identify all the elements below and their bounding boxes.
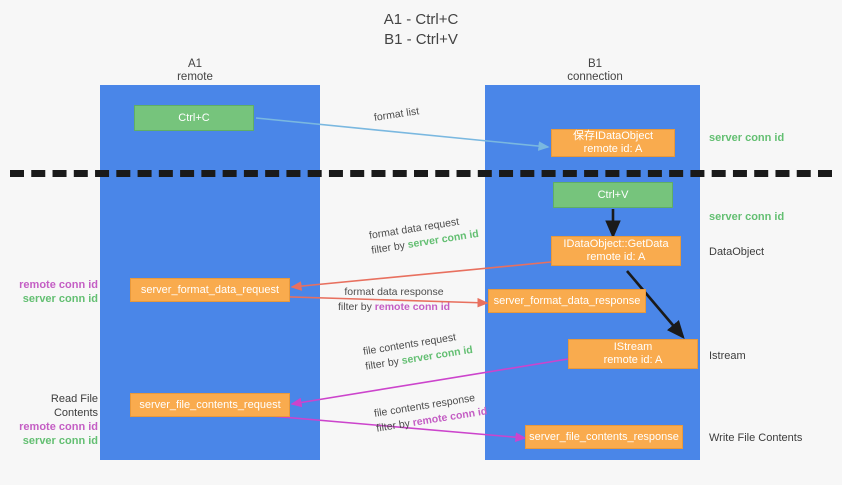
node-server-file-contents-response[interactable]: server_file_contents_response (525, 425, 683, 449)
node-server-format-data-response-label: server_format_data_response (493, 294, 641, 307)
node-getdata-line-1: IDataObject::GetData (563, 238, 669, 250)
edge-format-data-response-filter: filter by remote conn id (338, 300, 450, 315)
left-label-format-remote: remote conn id (19, 279, 98, 291)
lane-b1-sub: connection (567, 71, 623, 83)
filter-prefix: filter by (338, 301, 375, 313)
node-getdata-line-2: remote id: A (586, 251, 646, 263)
node-server-format-data-request-label: server_format_data_request (140, 283, 280, 296)
node-ctrl-v[interactable]: Ctrl+V (553, 182, 673, 208)
label-istream: Istream (709, 350, 746, 362)
node-server-file-contents-response-label: server_file_contents_response (529, 430, 679, 443)
left-label-read-file-contents: Read File Contents (50, 393, 98, 419)
left-label-file-server: server conn id (22, 435, 98, 447)
node-idataobject-line-1: 保存IDataObject (572, 130, 654, 142)
node-ctrl-v-label: Ctrl+V (597, 188, 629, 201)
label-write-file-contents: Write File Contents (709, 432, 803, 444)
edge-label-file-contents-request: file contents request filter by server c… (362, 328, 474, 375)
node-server-format-data-request[interactable]: server_format_data_request (130, 278, 290, 302)
node-ctrl-c[interactable]: Ctrl+C (134, 105, 254, 131)
node-idataobject-getdata[interactable]: IDataObject::GetData remote id: A (551, 236, 681, 266)
label-dataobject: DataObject (709, 246, 765, 258)
left-label-file-block: Read File Contents remote conn id server… (6, 392, 98, 448)
diagram-title: A1 - Ctrl+C B1 - Ctrl+V (0, 10, 842, 50)
filter-value-remote-conn-id: remote conn id (374, 301, 451, 313)
node-istream-line-2: remote id: A (603, 354, 663, 366)
edge-label-format-data-response: format data response filter by remote co… (338, 285, 450, 315)
dashed-divider (10, 170, 832, 177)
node-idataobject[interactable]: 保存IDataObject remote id: A (551, 129, 675, 157)
node-istream-line-1: IStream (613, 341, 653, 353)
node-idataobject-line-2: remote id: A (583, 143, 643, 155)
node-istream[interactable]: IStream remote id: A (568, 339, 698, 369)
lane-b1-name: B1 (587, 58, 603, 70)
title-line-2: B1 - Ctrl+V (384, 31, 458, 48)
node-ctrl-c-label: Ctrl+C (178, 111, 210, 124)
node-server-format-data-response[interactable]: server_format_data_response (488, 289, 646, 313)
lane-a1-name: A1 (187, 58, 203, 70)
left-label-format-server: server conn id (22, 293, 98, 305)
title-line-1: A1 - Ctrl+C (383, 11, 459, 28)
label-server-conn-id-top: server conn id (709, 132, 785, 144)
edge-label-format-list: format list (373, 105, 420, 124)
left-label-format-block: remote conn id server conn id (10, 278, 98, 306)
lane-header-b1: B1 connection (530, 58, 660, 84)
lane-a1-sub: remote (177, 71, 213, 83)
lane-header-a1: A1 remote (130, 58, 260, 84)
edge-format-data-response-line1: format data response (344, 286, 444, 298)
edge-label-file-contents-response: file contents response filter by remote … (373, 389, 488, 436)
node-server-file-contents-request[interactable]: server_file_contents_request (130, 393, 290, 417)
edge-label-format-data-request: format data request filter by server con… (368, 212, 480, 259)
left-label-file-remote: remote conn id (19, 421, 98, 433)
node-server-file-contents-request-label: server_file_contents_request (139, 398, 281, 411)
label-server-conn-id-mid: server conn id (709, 211, 785, 223)
